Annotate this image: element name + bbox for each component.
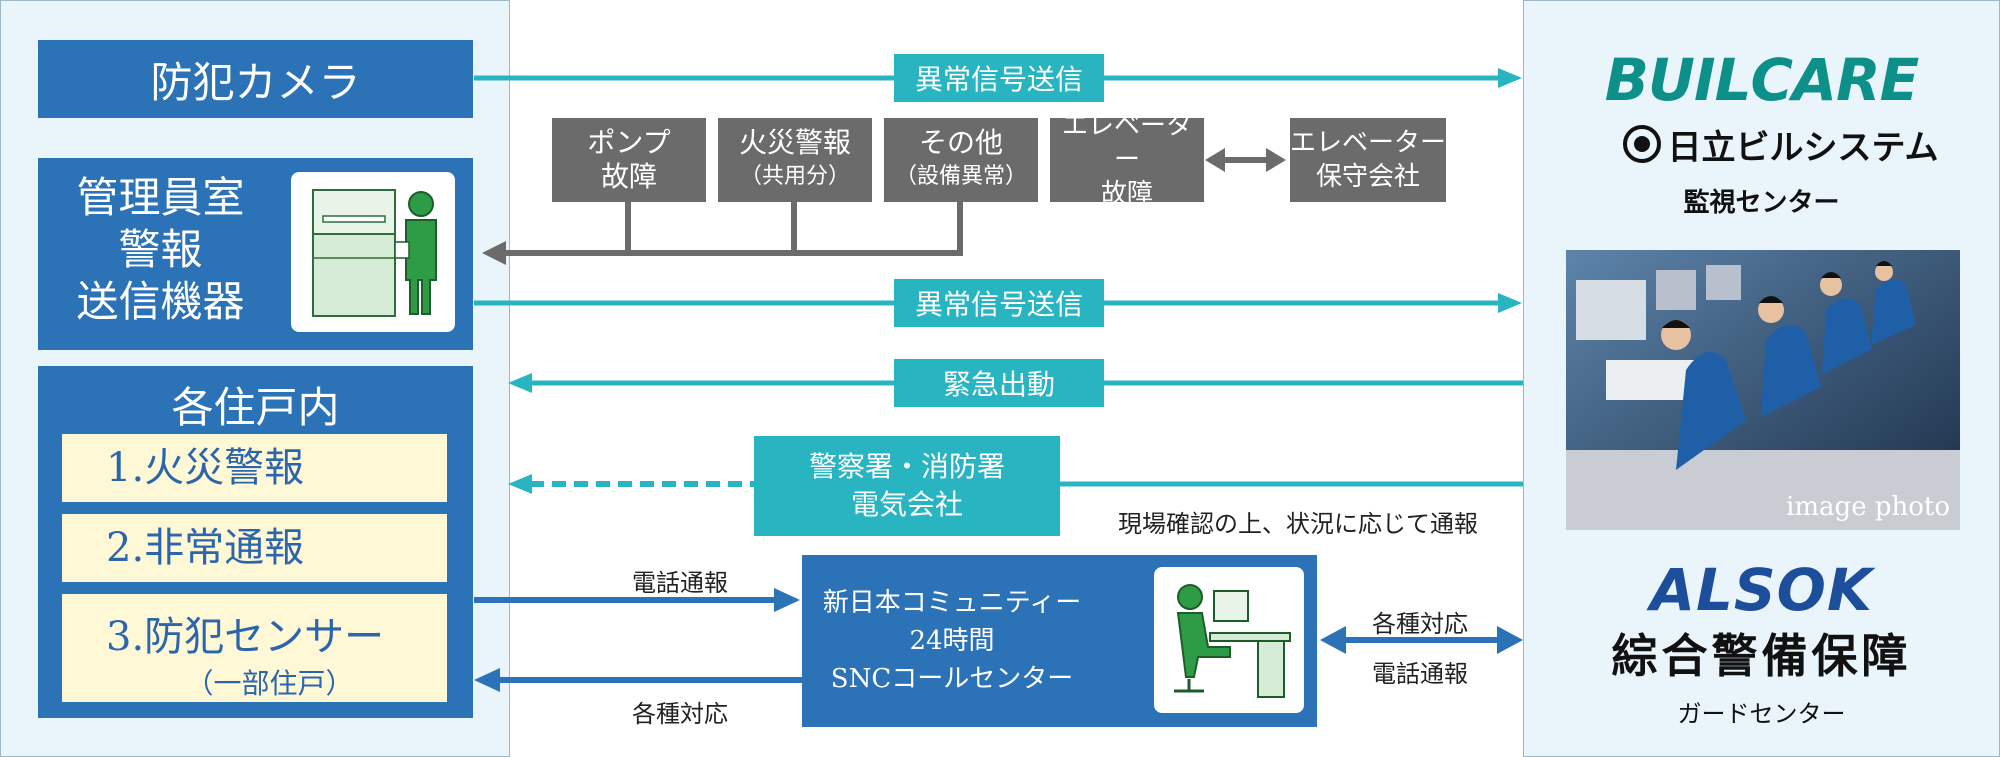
operator-illustration [1154,567,1304,713]
control-room-box: 管理員室 警報 送信機器 [38,158,473,350]
dispatch-label: 緊急出動 [894,359,1104,407]
operator-at-desk-icon [1174,584,1291,698]
guard-response-label: 各種対応 [1372,610,1468,638]
response-label: 各種対応 [632,700,728,728]
control-room-line1: 管理員室 [76,173,245,222]
control-room-illustration [291,172,455,332]
snc-line2: 24時間 [909,626,995,656]
alsok-company: 綜合警備保障 [1611,629,1912,683]
unit-item-emergency-call: 2.非常通報 [62,514,447,582]
snc-line1: 新日本コミュニティー [822,588,1082,618]
other-equipment-box: その他 （設備異常） [884,118,1038,202]
signal-label-top: 異常信号送信 [894,54,1104,102]
guard-center-label: ガードセンター [1677,700,1846,728]
report-note: 現場確認の上、状況に応じて通報 [1118,510,1478,538]
signal-label-middle: 異常信号送信 [894,279,1104,327]
staff-person-icon [394,191,437,315]
security-camera-box: 防犯カメラ [38,40,473,118]
elevator-company-box: エレベーター 保守会社 [1290,118,1446,202]
residence-units-box: 各住戸内 1.火災警報 2.非常通報 3.防犯センサー （一部住戸） [38,366,473,718]
response-arrow [474,668,802,692]
control-room-line3: 送信機器 [76,277,245,326]
guard-phone-label: 電話通報 [1372,660,1468,688]
phone-report-arrow [474,588,800,612]
hitachi-company: 日立ビルシステム [1600,122,1960,168]
police-arrow [508,474,1523,494]
monitoring-center-label: 監視センター [1683,188,1840,218]
elevator-failure-box: エレベーター 故障 [1050,111,1204,209]
snc-line3: SNCコールセンター [830,664,1074,694]
camera-label: 防犯カメラ [150,57,361,107]
hitachi-mark-icon [1622,125,1661,163]
photo-caption: image photo [1786,492,1950,522]
alarm-panel-icon [312,189,396,317]
pump-failure-box: ポンプ 故障 [552,118,706,202]
snc-call-center-box: 新日本コミュニティー 24時間 SNCコールセンター [802,555,1317,727]
fire-alarm-common-box: 火災警報 （共用分） [718,118,872,202]
guard-double-arrow [1320,626,1523,654]
unit-item3-sub: （一部住戸） [185,667,354,700]
elevator-double-arrow [1205,148,1286,172]
alsok-logo: ALSOK [1650,556,1873,624]
unit-item-security-sensor: 3.防犯センサー （一部住戸） [62,594,447,702]
buil-care-logo: BUILCARE [1604,46,1920,114]
monitoring-room-photo: image photo [1566,250,1960,530]
unit-item-fire-alarm: 1.火災警報 [62,434,447,502]
units-title: 各住戸内 [171,383,340,432]
police-fire-box: 警察署・消防署 電気会社 [754,436,1060,536]
control-room-line2: 警報 [118,225,203,274]
gray-collector-arrow [482,200,963,265]
phone-report-label: 電話通報 [632,569,728,597]
